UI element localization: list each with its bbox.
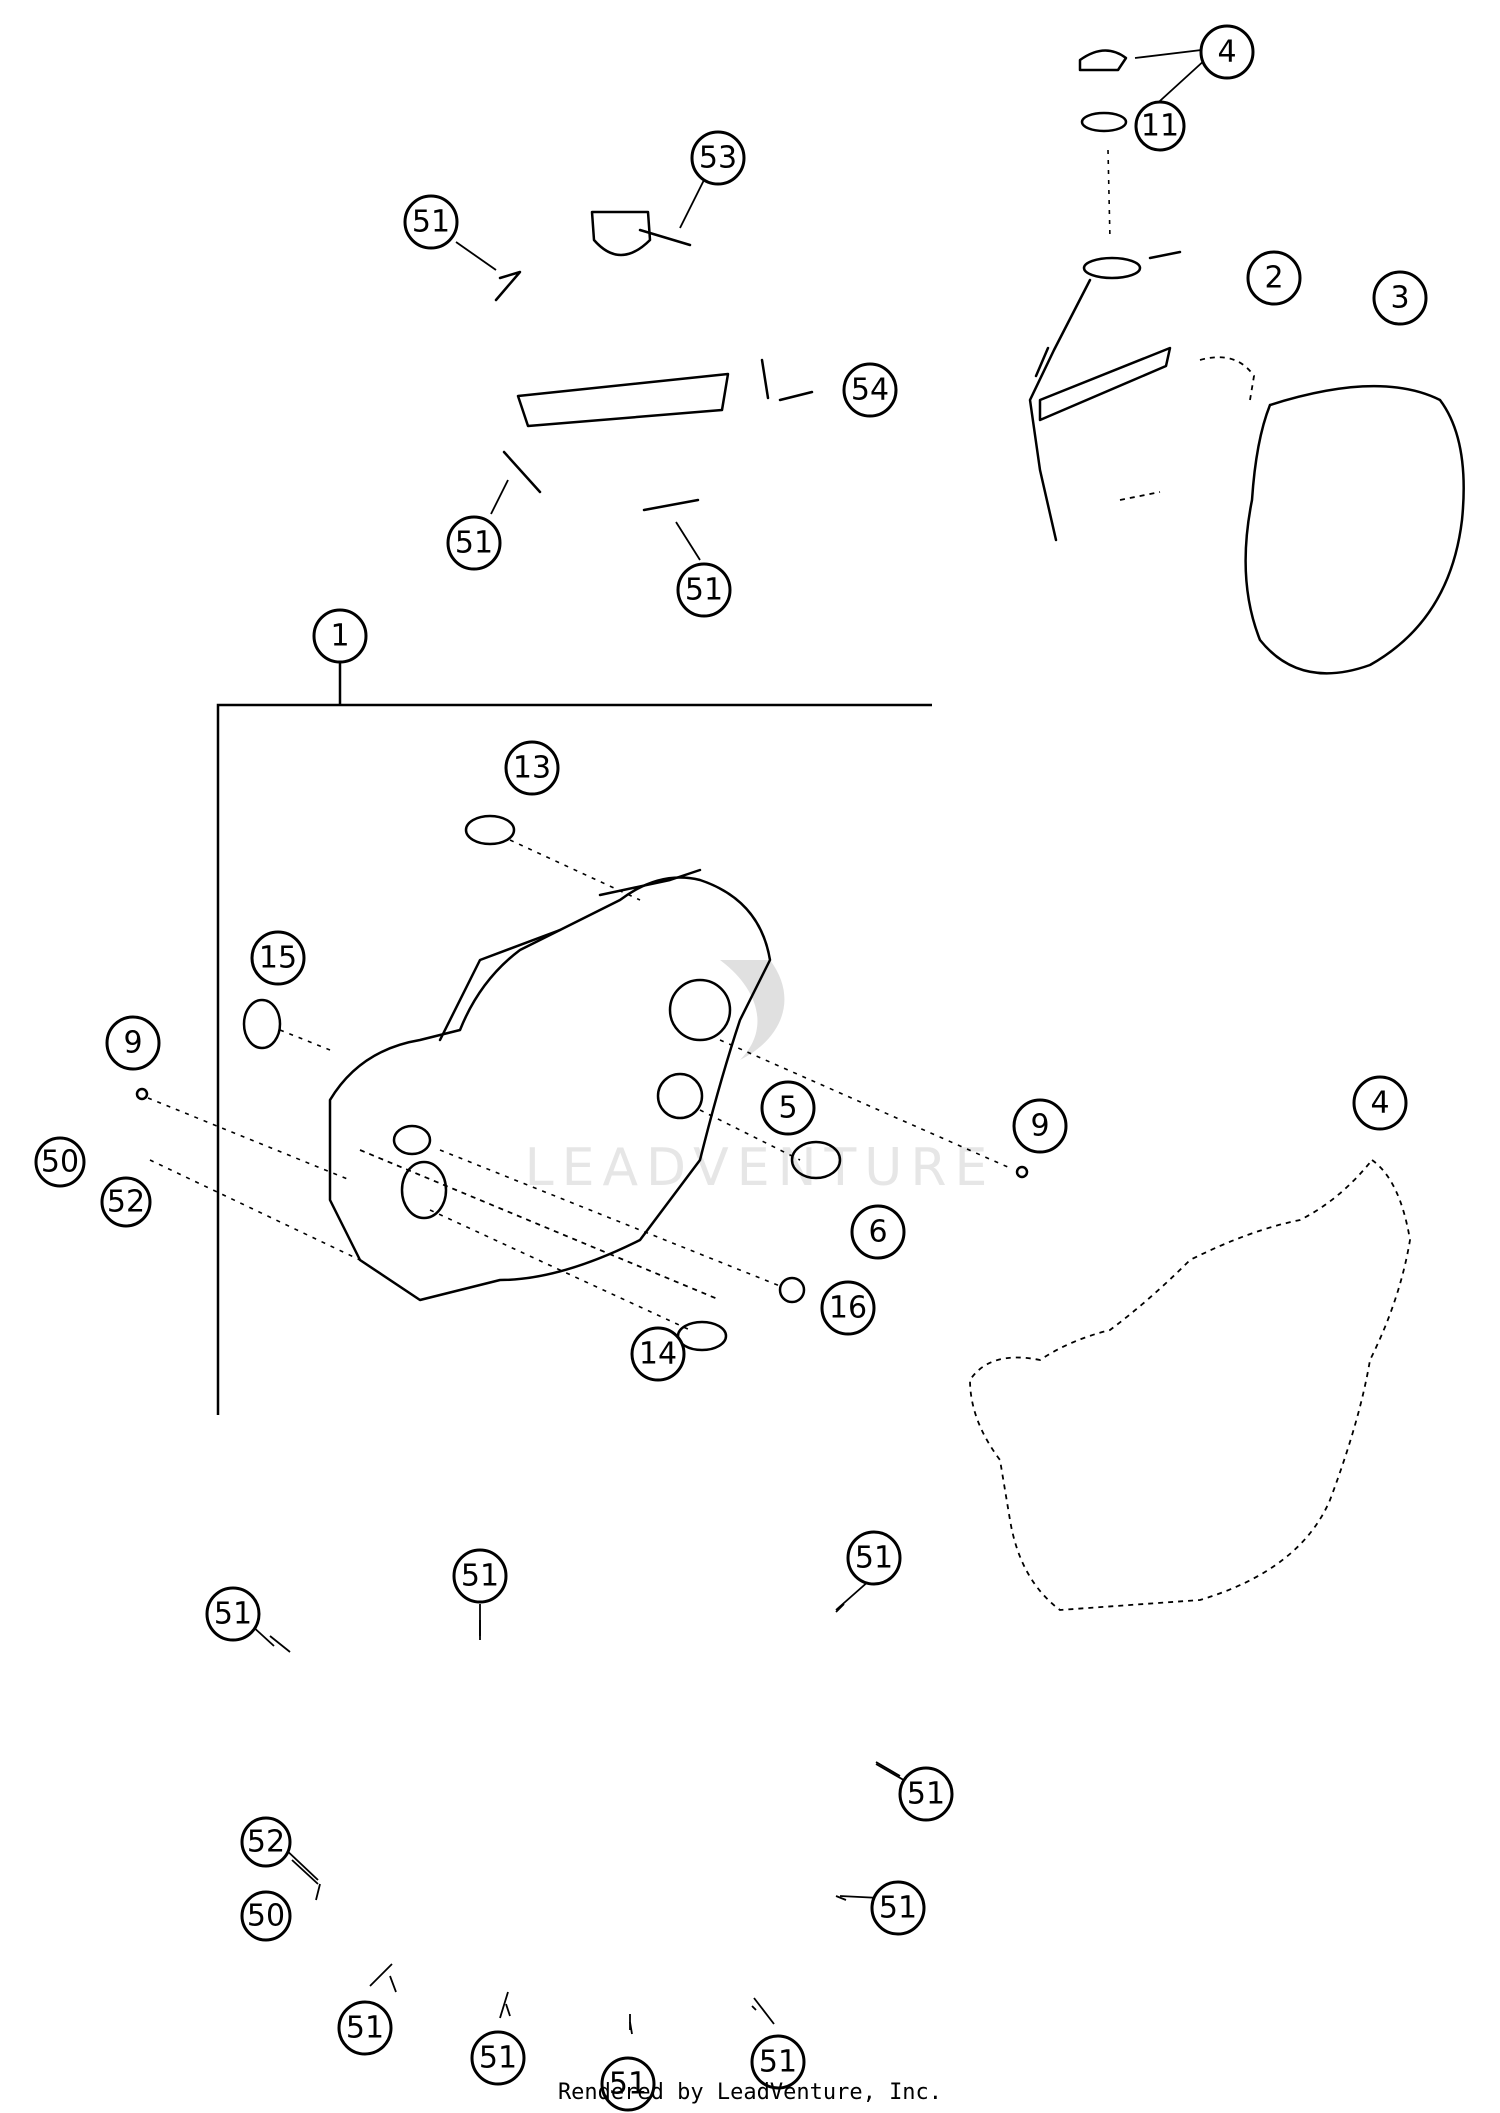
callout-9-left: 9 xyxy=(105,1015,161,1071)
dowel-9-right xyxy=(1015,1165,1029,1179)
callout-13: 13 xyxy=(504,740,560,796)
svg-text:51: 51 xyxy=(759,2045,797,2080)
svg-text:9: 9 xyxy=(1030,1109,1049,1144)
callout-51-b: 51 xyxy=(446,515,502,571)
callout-6: 6 xyxy=(850,1204,906,1260)
callout-53: 53 xyxy=(690,130,746,186)
callout-52-a: 52 xyxy=(100,1176,152,1228)
callout-51-j: 51 xyxy=(470,2030,526,2086)
svg-text:9: 9 xyxy=(123,1026,142,1061)
svg-text:11: 11 xyxy=(1141,109,1179,144)
svg-text:15: 15 xyxy=(259,941,297,976)
callout-51-e: 51 xyxy=(452,1548,508,1604)
svg-text:51: 51 xyxy=(214,1597,252,1632)
callout-1: 1 xyxy=(312,608,368,664)
watermark-text: LEADVENTURE xyxy=(525,1138,996,1198)
oil-filler-plug xyxy=(590,210,692,257)
clutch-cover xyxy=(1028,250,1255,542)
bolt-middle-left xyxy=(502,450,542,494)
callout-54: 54 xyxy=(842,362,898,418)
assembly-bracket xyxy=(216,703,932,1415)
svg-text:51: 51 xyxy=(879,1891,917,1926)
callout-50-b: 50 xyxy=(240,1890,292,1942)
svg-text:1: 1 xyxy=(330,619,349,654)
bolt-middle-center xyxy=(642,498,700,512)
watermark-logo xyxy=(720,960,785,1060)
crankcase-gasket xyxy=(969,1159,1411,1611)
callout-51-g: 51 xyxy=(898,1766,954,1822)
callout-5: 5 xyxy=(760,1080,816,1136)
svg-text:52: 52 xyxy=(247,1825,285,1860)
bottom-bolts xyxy=(269,1603,901,2035)
svg-text:51: 51 xyxy=(855,1541,893,1576)
callout-2: 2 xyxy=(1246,250,1302,306)
callout-51-a: 51 xyxy=(403,194,459,250)
callout-4: 4 xyxy=(1352,1075,1408,1131)
callout-51-f: 51 xyxy=(205,1586,261,1642)
callout-14: 14 xyxy=(630,1326,686,1382)
svg-text:3: 3 xyxy=(1390,281,1409,316)
svg-text:52: 52 xyxy=(107,1185,145,1220)
seal-15 xyxy=(242,998,282,1050)
inspection-cover-strip xyxy=(516,372,730,428)
filler-axis-line xyxy=(1107,149,1111,241)
callout-12: 4 xyxy=(1199,24,1255,80)
svg-text:50: 50 xyxy=(247,1899,285,1934)
dowel-9-left xyxy=(135,1087,149,1101)
svg-text:2: 2 xyxy=(1264,261,1283,296)
filler-cap xyxy=(1078,49,1128,72)
callout-52-b: 52 xyxy=(240,1816,292,1868)
svg-text:51: 51 xyxy=(685,573,723,608)
svg-text:14: 14 xyxy=(639,1337,677,1372)
cover-screw xyxy=(760,358,814,402)
seal-13 xyxy=(464,814,516,846)
svg-text:6: 6 xyxy=(868,1215,887,1250)
callout-9-right: 9 xyxy=(1012,1098,1068,1154)
axis-lines xyxy=(147,839,1011,1331)
seal-5 xyxy=(790,1140,842,1180)
svg-text:51: 51 xyxy=(907,1777,945,1812)
svg-text:53: 53 xyxy=(699,141,737,176)
svg-text:51: 51 xyxy=(455,526,493,561)
svg-text:51: 51 xyxy=(412,205,450,240)
callout-51-d: 51 xyxy=(846,1530,902,1586)
svg-text:4: 4 xyxy=(1217,35,1236,70)
seal-16 xyxy=(778,1276,806,1304)
callout-51-c: 51 xyxy=(676,562,732,618)
callout-51-h: 51 xyxy=(870,1880,926,1936)
filler-o-ring xyxy=(1080,111,1128,133)
callout-15: 15 xyxy=(250,930,306,986)
svg-text:54: 54 xyxy=(851,373,889,408)
callout-50-a: 50 xyxy=(34,1136,86,1188)
svg-text:51: 51 xyxy=(346,2011,384,2046)
callout-11: 11 xyxy=(1134,100,1186,152)
footer-credit: Rendered by LeadVenture, Inc. xyxy=(557,2080,943,2105)
clutch-cover-gasket xyxy=(1244,384,1465,675)
svg-text:4: 4 xyxy=(1370,1086,1389,1121)
svg-text:51: 51 xyxy=(609,2067,647,2102)
callout-16: 16 xyxy=(820,1280,876,1336)
svg-text:50: 50 xyxy=(41,1145,79,1180)
callout-3: 3 xyxy=(1372,270,1428,326)
callout-51-i: 51 xyxy=(337,2000,393,2056)
svg-text:5: 5 xyxy=(778,1091,797,1126)
bolt-upper-left xyxy=(494,270,522,302)
callout-51-l: 51 xyxy=(600,2056,656,2112)
engine-case xyxy=(328,868,772,1302)
seal-14 xyxy=(676,1320,728,1352)
svg-text:51: 51 xyxy=(479,2041,517,2076)
svg-text:51: 51 xyxy=(461,1559,499,1594)
svg-text:16: 16 xyxy=(829,1291,867,1326)
callout-51-k: 51 xyxy=(750,2034,806,2090)
svg-text:13: 13 xyxy=(513,751,551,786)
